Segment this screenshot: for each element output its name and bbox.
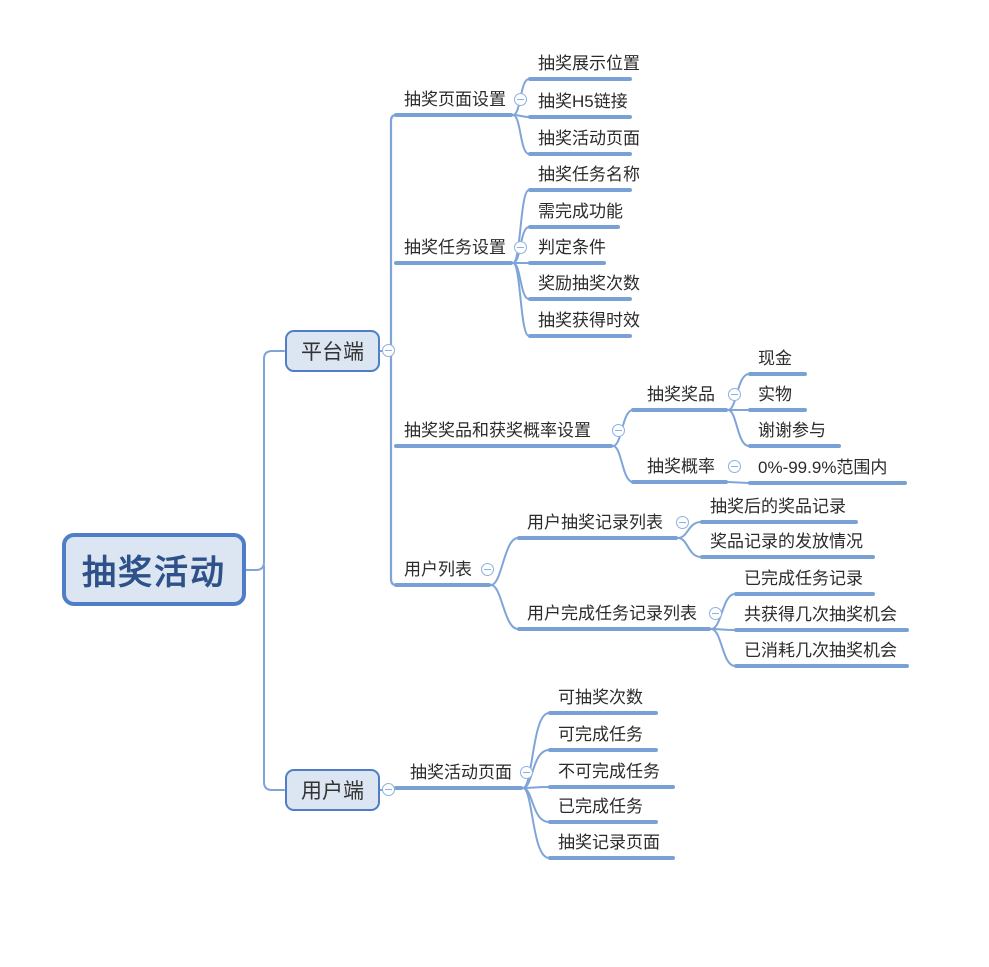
node-prizes[interactable]: 抽奖奖品 bbox=[631, 380, 728, 412]
connector bbox=[522, 786, 550, 789]
node-probability[interactable]: 抽奖概率 bbox=[631, 452, 728, 484]
collapse-icon[interactable] bbox=[382, 783, 395, 796]
node-page-settings[interactable]: 抽奖页面设置 bbox=[394, 85, 513, 117]
node-prize-thanks[interactable]: 谢谢参与 bbox=[748, 416, 841, 448]
node-chances-gained[interactable]: 共获得几次抽奖机会 bbox=[734, 600, 909, 632]
node-prize-physical[interactable]: 实物 bbox=[748, 380, 807, 412]
node-finished-tasks[interactable]: 已完成任务 bbox=[548, 792, 658, 824]
node-lottery-validity[interactable]: 抽奖获得时效 bbox=[528, 306, 640, 338]
node-prize-distribution[interactable]: 奖品记录的发放情况 bbox=[700, 527, 875, 559]
node-task-record-list[interactable]: 用户完成任务记录列表 bbox=[517, 599, 711, 631]
node-prize-prob-settings[interactable]: 抽奖奖品和获奖概率设置 bbox=[394, 416, 613, 448]
root-node[interactable]: 抽奖活动 bbox=[62, 533, 246, 606]
connector bbox=[490, 537, 519, 586]
node-probability-range[interactable]: 0%-99.9%范围内 bbox=[748, 453, 907, 485]
node-record-page[interactable]: 抽奖记录页面 bbox=[548, 828, 675, 860]
collapse-icon[interactable] bbox=[728, 388, 741, 401]
node-prize-record[interactable]: 抽奖后的奖品记录 bbox=[700, 492, 858, 524]
collapse-icon[interactable] bbox=[728, 460, 741, 473]
collapse-icon[interactable] bbox=[709, 607, 722, 620]
connector bbox=[727, 409, 750, 447]
collapse-icon[interactable] bbox=[612, 424, 625, 437]
node-activity-page-user[interactable]: 抽奖活动页面 bbox=[394, 758, 523, 790]
connector bbox=[490, 584, 519, 630]
collapse-icon[interactable] bbox=[676, 516, 689, 529]
node-completed-task-record[interactable]: 已完成任务记录 bbox=[734, 564, 875, 596]
connector bbox=[512, 114, 530, 155]
node-undoable-tasks[interactable]: 不可完成任务 bbox=[548, 757, 675, 789]
node-task-settings[interactable]: 抽奖任务设置 bbox=[394, 233, 513, 265]
connector bbox=[710, 628, 736, 667]
node-prize-cash[interactable]: 现金 bbox=[748, 344, 807, 376]
node-chances-used[interactable]: 已消耗几次抽奖机会 bbox=[734, 636, 909, 668]
connector-root-platform bbox=[245, 350, 285, 571]
collapse-icon[interactable] bbox=[514, 241, 527, 254]
node-required-function[interactable]: 需完成功能 bbox=[528, 197, 623, 229]
user-node[interactable]: 用户端 bbox=[285, 769, 380, 811]
connector-root-user bbox=[263, 565, 285, 791]
connector bbox=[522, 787, 550, 859]
connector bbox=[522, 749, 550, 789]
node-doable-tasks[interactable]: 可完成任务 bbox=[548, 720, 658, 752]
node-h5-link[interactable]: 抽奖H5链接 bbox=[528, 87, 632, 119]
collapse-icon[interactable] bbox=[481, 563, 494, 576]
node-reward-times[interactable]: 奖励抽奖次数 bbox=[528, 269, 640, 301]
connector bbox=[727, 481, 750, 484]
connector bbox=[512, 262, 530, 337]
node-user-list[interactable]: 用户列表 bbox=[394, 555, 491, 587]
connector bbox=[710, 593, 736, 630]
node-available-times[interactable]: 可抽奖次数 bbox=[548, 683, 658, 715]
node-judge-condition[interactable]: 判定条件 bbox=[528, 233, 606, 265]
collapse-icon[interactable] bbox=[520, 766, 533, 779]
collapse-icon[interactable] bbox=[514, 93, 527, 106]
connector bbox=[612, 445, 634, 483]
collapse-icon[interactable] bbox=[382, 344, 395, 357]
platform-node[interactable]: 平台端 bbox=[285, 330, 380, 372]
node-activity-page-admin[interactable]: 抽奖活动页面 bbox=[528, 124, 640, 156]
connector bbox=[677, 537, 702, 558]
node-task-name[interactable]: 抽奖任务名称 bbox=[528, 160, 640, 192]
node-display-position[interactable]: 抽奖展示位置 bbox=[528, 49, 640, 81]
node-lottery-record-list[interactable]: 用户抽奖记录列表 bbox=[517, 508, 678, 540]
